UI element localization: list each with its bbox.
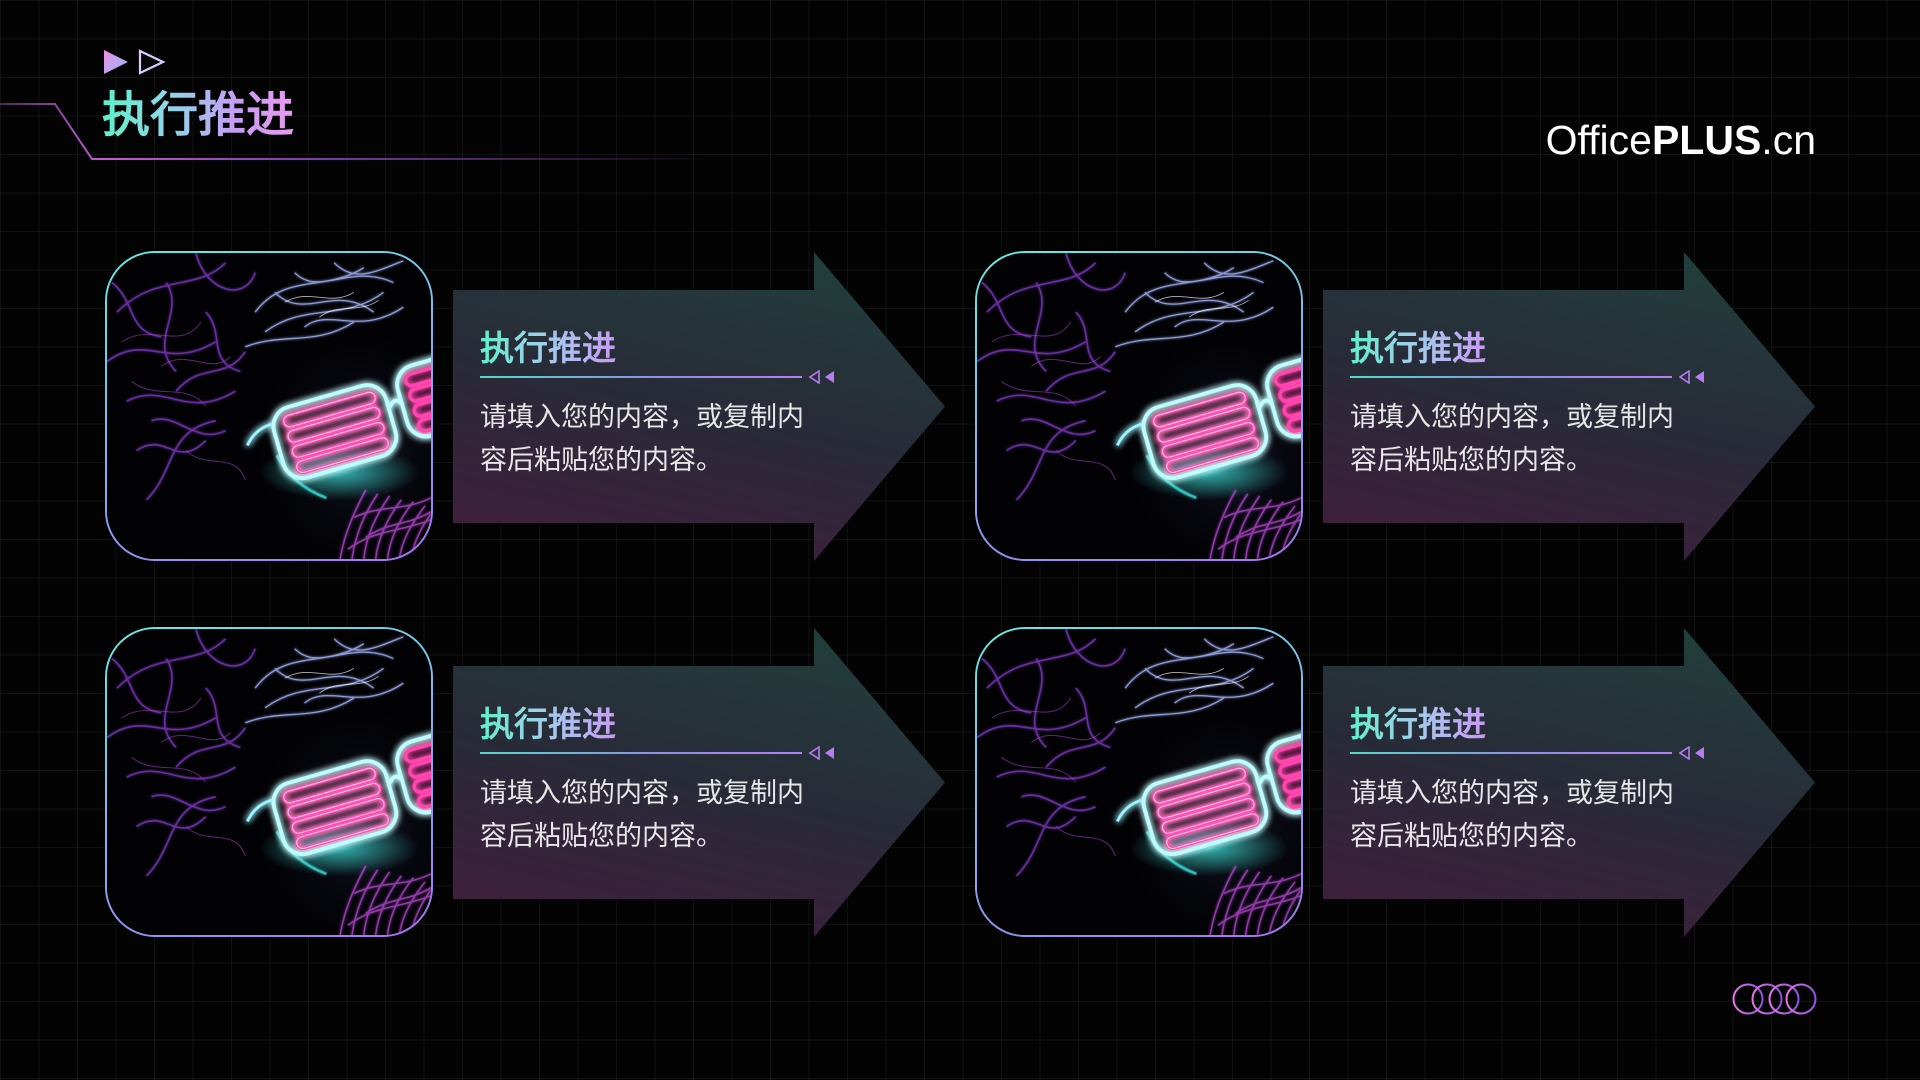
card-photo [107,629,431,935]
header-accent-line [0,103,720,160]
card-title: 执行推进 [1350,330,1486,368]
step-card: 执行推进 请填入您的内容，或复制内容后粘贴您的内容。 [975,627,1815,939]
card-title: 执行推进 [1350,706,1486,744]
card-divider [480,376,802,378]
double-left-triangle-icon [807,746,839,760]
card-divider [480,752,802,754]
card-photo-frame [975,627,1303,937]
double-play-triangle-icon [104,49,166,75]
brand-logo: OfficePLUS.cn [1546,116,1816,164]
double-left-triangle-icon [1677,370,1709,384]
card-photo-frame [105,251,433,561]
arrow-panel: 执行推进 请填入您的内容，或复制内容后粘贴您的内容。 [453,628,945,937]
card-photo-frame [105,627,433,937]
neon-shutter-glasses-photo [107,253,431,559]
double-left-triangle-icon [807,370,839,384]
card-photo [107,253,431,559]
neon-shutter-glasses-photo [977,629,1301,935]
card-body: 请填入您的内容，或复制内容后粘贴您的内容。 [480,778,804,851]
double-left-triangle-icon [1677,746,1709,760]
step-card: 执行推进 请填入您的内容，或复制内容后粘贴您的内容。 [975,251,1815,563]
brand-suffix: .cn [1761,117,1816,163]
neon-shutter-glasses-photo [107,629,431,935]
neon-shutter-glasses-photo [977,253,1301,559]
card-divider [1350,376,1672,378]
arrow-panel: 执行推进 请填入您的内容，或复制内容后粘贴您的内容。 [1323,628,1815,937]
brand-plus: PLUS [1651,117,1762,163]
brand-office: Office [1545,117,1652,163]
step-card: 执行推进 请填入您的内容，或复制内容后粘贴您的内容。 [105,251,945,563]
card-photo [977,253,1301,559]
card-body: 请填入您的内容，或复制内容后粘贴您的内容。 [480,402,804,475]
step-card: 执行推进 请填入您的内容，或复制内容后粘贴您的内容。 [105,627,945,939]
card-title: 执行推进 [480,330,616,368]
card-divider [1350,752,1672,754]
overlapping-circles-icon [1732,983,1817,1015]
card-photo [977,629,1301,935]
card-photo-frame [975,251,1303,561]
arrow-panel: 执行推进 请填入您的内容，或复制内容后粘贴您的内容。 [453,252,945,561]
arrow-panel: 执行推进 请填入您的内容，或复制内容后粘贴您的内容。 [1323,252,1815,561]
card-body: 请填入您的内容，或复制内容后粘贴您的内容。 [1350,402,1674,475]
card-body: 请填入您的内容，或复制内容后粘贴您的内容。 [1350,778,1674,851]
card-title: 执行推进 [480,706,616,744]
page-title: 执行推进 [102,89,295,142]
